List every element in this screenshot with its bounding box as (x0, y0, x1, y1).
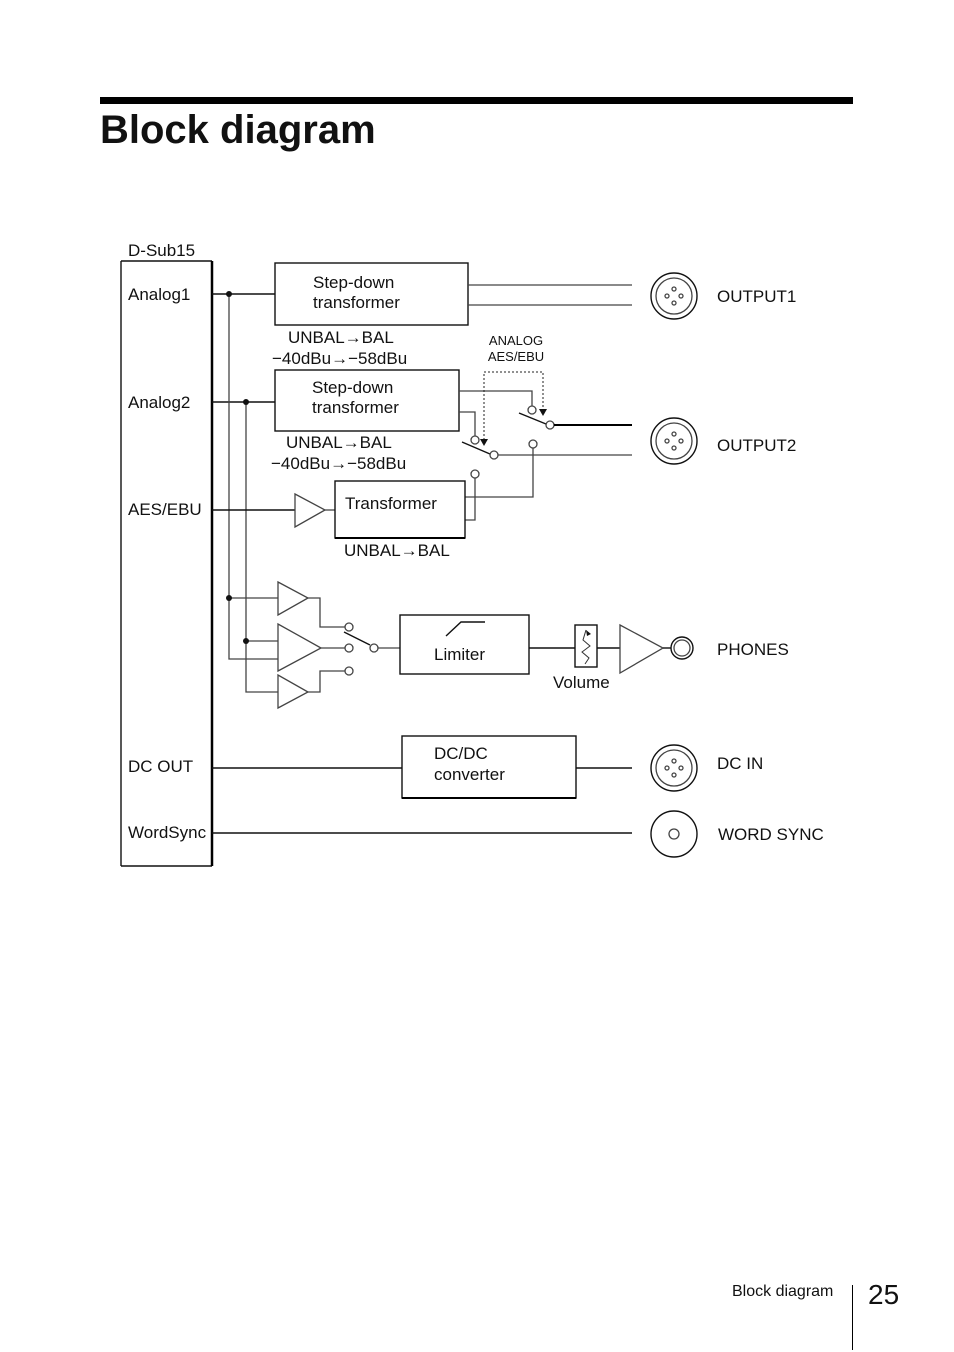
dc-in-xlr-icon (650, 744, 698, 792)
stepdown2-note: −40dBu→−58dBu (271, 454, 406, 473)
stepdown2-note: UNBAL→BAL (286, 433, 392, 452)
phones-jack-icon (670, 636, 694, 660)
switch-label-aes-ebu: AES/EBU (488, 349, 544, 364)
header-rule (100, 97, 853, 104)
phones-amplifiers (277, 580, 400, 710)
limiter-block (399, 614, 530, 675)
transformer-label: Transformer (345, 494, 437, 513)
stepdown1-label: transformer (313, 293, 400, 312)
dsub15-label: D-Sub15 (128, 241, 195, 260)
stepdown2-label: Step-down (312, 378, 393, 397)
analog-wiring (212, 291, 278, 693)
analog-aes-switch (459, 371, 632, 521)
pin-analog1: Analog1 (128, 285, 190, 304)
aes-amplifier-icon (294, 492, 327, 529)
stepdown1-note: UNBAL→BAL (288, 328, 394, 347)
output2-xlr-icon (650, 417, 698, 465)
limiter-label: Limiter (434, 645, 485, 664)
stepdown-transformer-2 (274, 369, 460, 432)
word-sync-bnc-icon (650, 810, 698, 858)
page-title: Block diagram (100, 108, 376, 152)
dc-in-label: DC IN (717, 754, 763, 773)
pin-dc-out: DC OUT (128, 757, 193, 776)
footer-divider (852, 1285, 853, 1350)
dcdc-label: DC/DC (434, 744, 488, 763)
stepdown-transformer-1 (274, 262, 469, 326)
footer-section-label: Block diagram (732, 1283, 834, 1300)
pin-aes-ebu: AES/EBU (128, 500, 202, 519)
pin-analog2: Analog2 (128, 393, 190, 412)
page-number: 25 (868, 1279, 900, 1310)
dcdc-label: converter (434, 765, 505, 784)
stepdown1-label: Step-down (313, 273, 394, 292)
volume-label: Volume (553, 673, 610, 692)
transformer-note: UNBAL→BAL (344, 541, 450, 560)
phones-label: PHONES (717, 640, 789, 659)
headphone-amplifier-icon (619, 623, 665, 675)
pin-wordsync: WordSync (128, 823, 207, 842)
stepdown1-note: −40dBu→−58dBu (272, 349, 407, 368)
dsub15-connector (120, 260, 214, 867)
volume-potentiometer-icon (574, 624, 598, 668)
stepdown2-label: transformer (312, 398, 399, 417)
output1-label: OUTPUT1 (717, 287, 796, 306)
output1-xlr-icon (650, 272, 698, 320)
word-sync-label: WORD SYNC (718, 825, 824, 844)
output2-label: OUTPUT2 (717, 436, 796, 455)
limiter-curve-icon (445, 621, 485, 637)
switch-label-analog: ANALOG (489, 333, 543, 348)
